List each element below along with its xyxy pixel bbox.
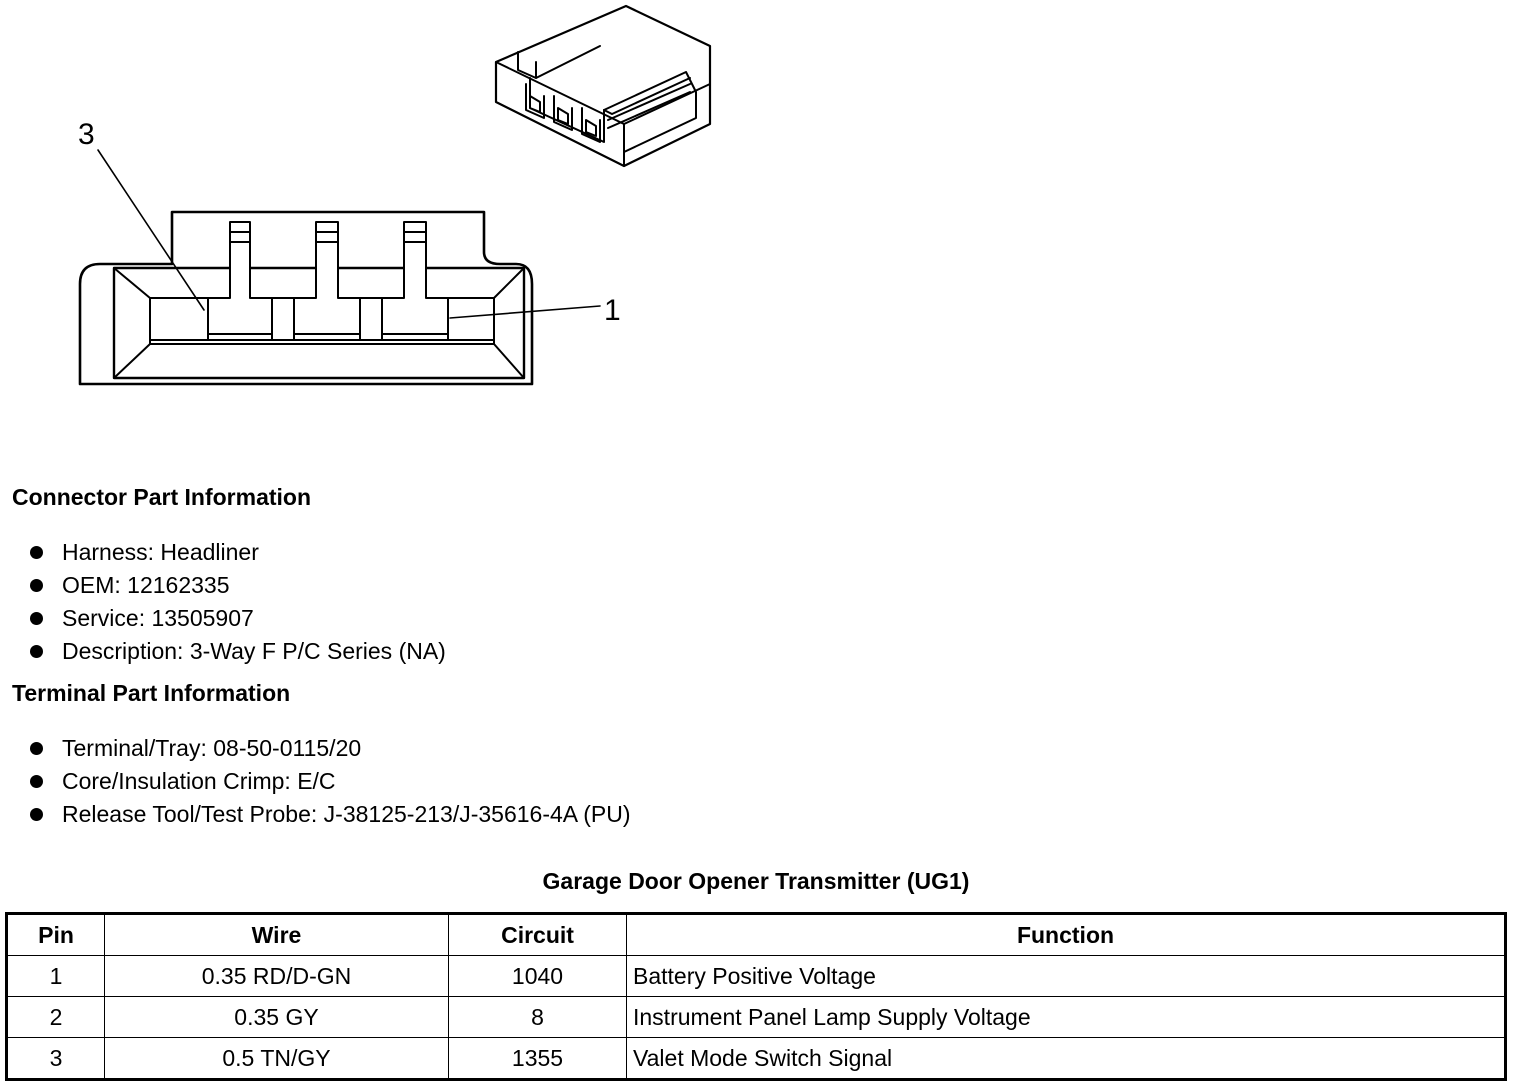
bullet-icon [30, 742, 43, 755]
callout-1-leader [449, 305, 601, 319]
pin-table-title: Garage Door Opener Transmitter (UG1) [542, 868, 970, 894]
bullet-icon [30, 546, 43, 559]
callout-3-leader [97, 149, 205, 311]
list-item: Release Tool/Test Probe: J-38125-213/J-3… [28, 798, 631, 831]
list-item: Harness: Headliner [28, 536, 446, 569]
callout-3-label: 3 [78, 118, 95, 151]
list-item: Service: 13505907 [28, 602, 446, 635]
cell-circuit: 1355 [448, 1037, 627, 1080]
header-wire: Wire [104, 913, 449, 956]
list-item: Description: 3-Way F P/C Series (NA) [28, 635, 446, 668]
bullet-icon [30, 645, 43, 658]
callout-1-label: 1 [604, 294, 621, 327]
terminal-slot-2 [293, 221, 361, 341]
cell-wire: 0.5 TN/GY [104, 1037, 449, 1080]
table-row: 1 0.35 RD/D-GN 1040 Battery Positive Vol… [6, 955, 1506, 997]
bullet-icon [30, 612, 43, 625]
header-circuit: Circuit [448, 913, 627, 956]
table-row: 3 0.5 TN/GY 1355 Valet Mode Switch Signa… [6, 1037, 1506, 1080]
cell-wire: 0.35 GY [104, 996, 449, 1038]
bullet-icon [30, 775, 43, 788]
connector-info-list: Harness: Headliner OEM: 12162335 Service… [28, 536, 446, 668]
bullet-icon [30, 808, 43, 821]
connector-info-heading: Connector Part Information [12, 484, 312, 510]
bullet-icon [30, 579, 43, 592]
cell-function: Instrument Panel Lamp Supply Voltage [626, 996, 1506, 1038]
list-item: Core/Insulation Crimp: E/C [28, 765, 631, 798]
cell-wire: 0.35 RD/D-GN [104, 955, 449, 997]
connector-face-view [78, 149, 601, 386]
cell-pin: 1 [6, 955, 105, 997]
pin-table: Pin Wire Circuit Function 1 0.35 RD/D-GN… [5, 912, 1507, 1081]
cell-circuit: 1040 [448, 955, 627, 997]
header-pin: Pin [6, 913, 105, 956]
connector-diagram: 3 1 [78, 4, 712, 386]
terminal-slot-1 [381, 221, 449, 341]
cell-circuit: 8 [448, 996, 627, 1038]
list-item: OEM: 12162335 [28, 569, 446, 602]
table-header-row: Pin Wire Circuit Function [6, 913, 1506, 956]
header-function: Function [626, 913, 1506, 956]
cell-function: Battery Positive Voltage [626, 955, 1506, 997]
cell-pin: 2 [6, 996, 105, 1038]
cell-pin: 3 [6, 1037, 105, 1080]
terminal-slot-3 [207, 221, 273, 341]
table-row: 2 0.35 GY 8 Instrument Panel Lamp Supply… [6, 996, 1506, 1038]
terminal-info-list: Terminal/Tray: 08-50-0115/20 Core/Insula… [28, 732, 631, 831]
list-item: Terminal/Tray: 08-50-0115/20 [28, 732, 631, 765]
terminal-info-heading: Terminal Part Information [12, 680, 291, 706]
cell-function: Valet Mode Switch Signal [626, 1037, 1506, 1080]
connector-isometric-view [494, 4, 712, 168]
